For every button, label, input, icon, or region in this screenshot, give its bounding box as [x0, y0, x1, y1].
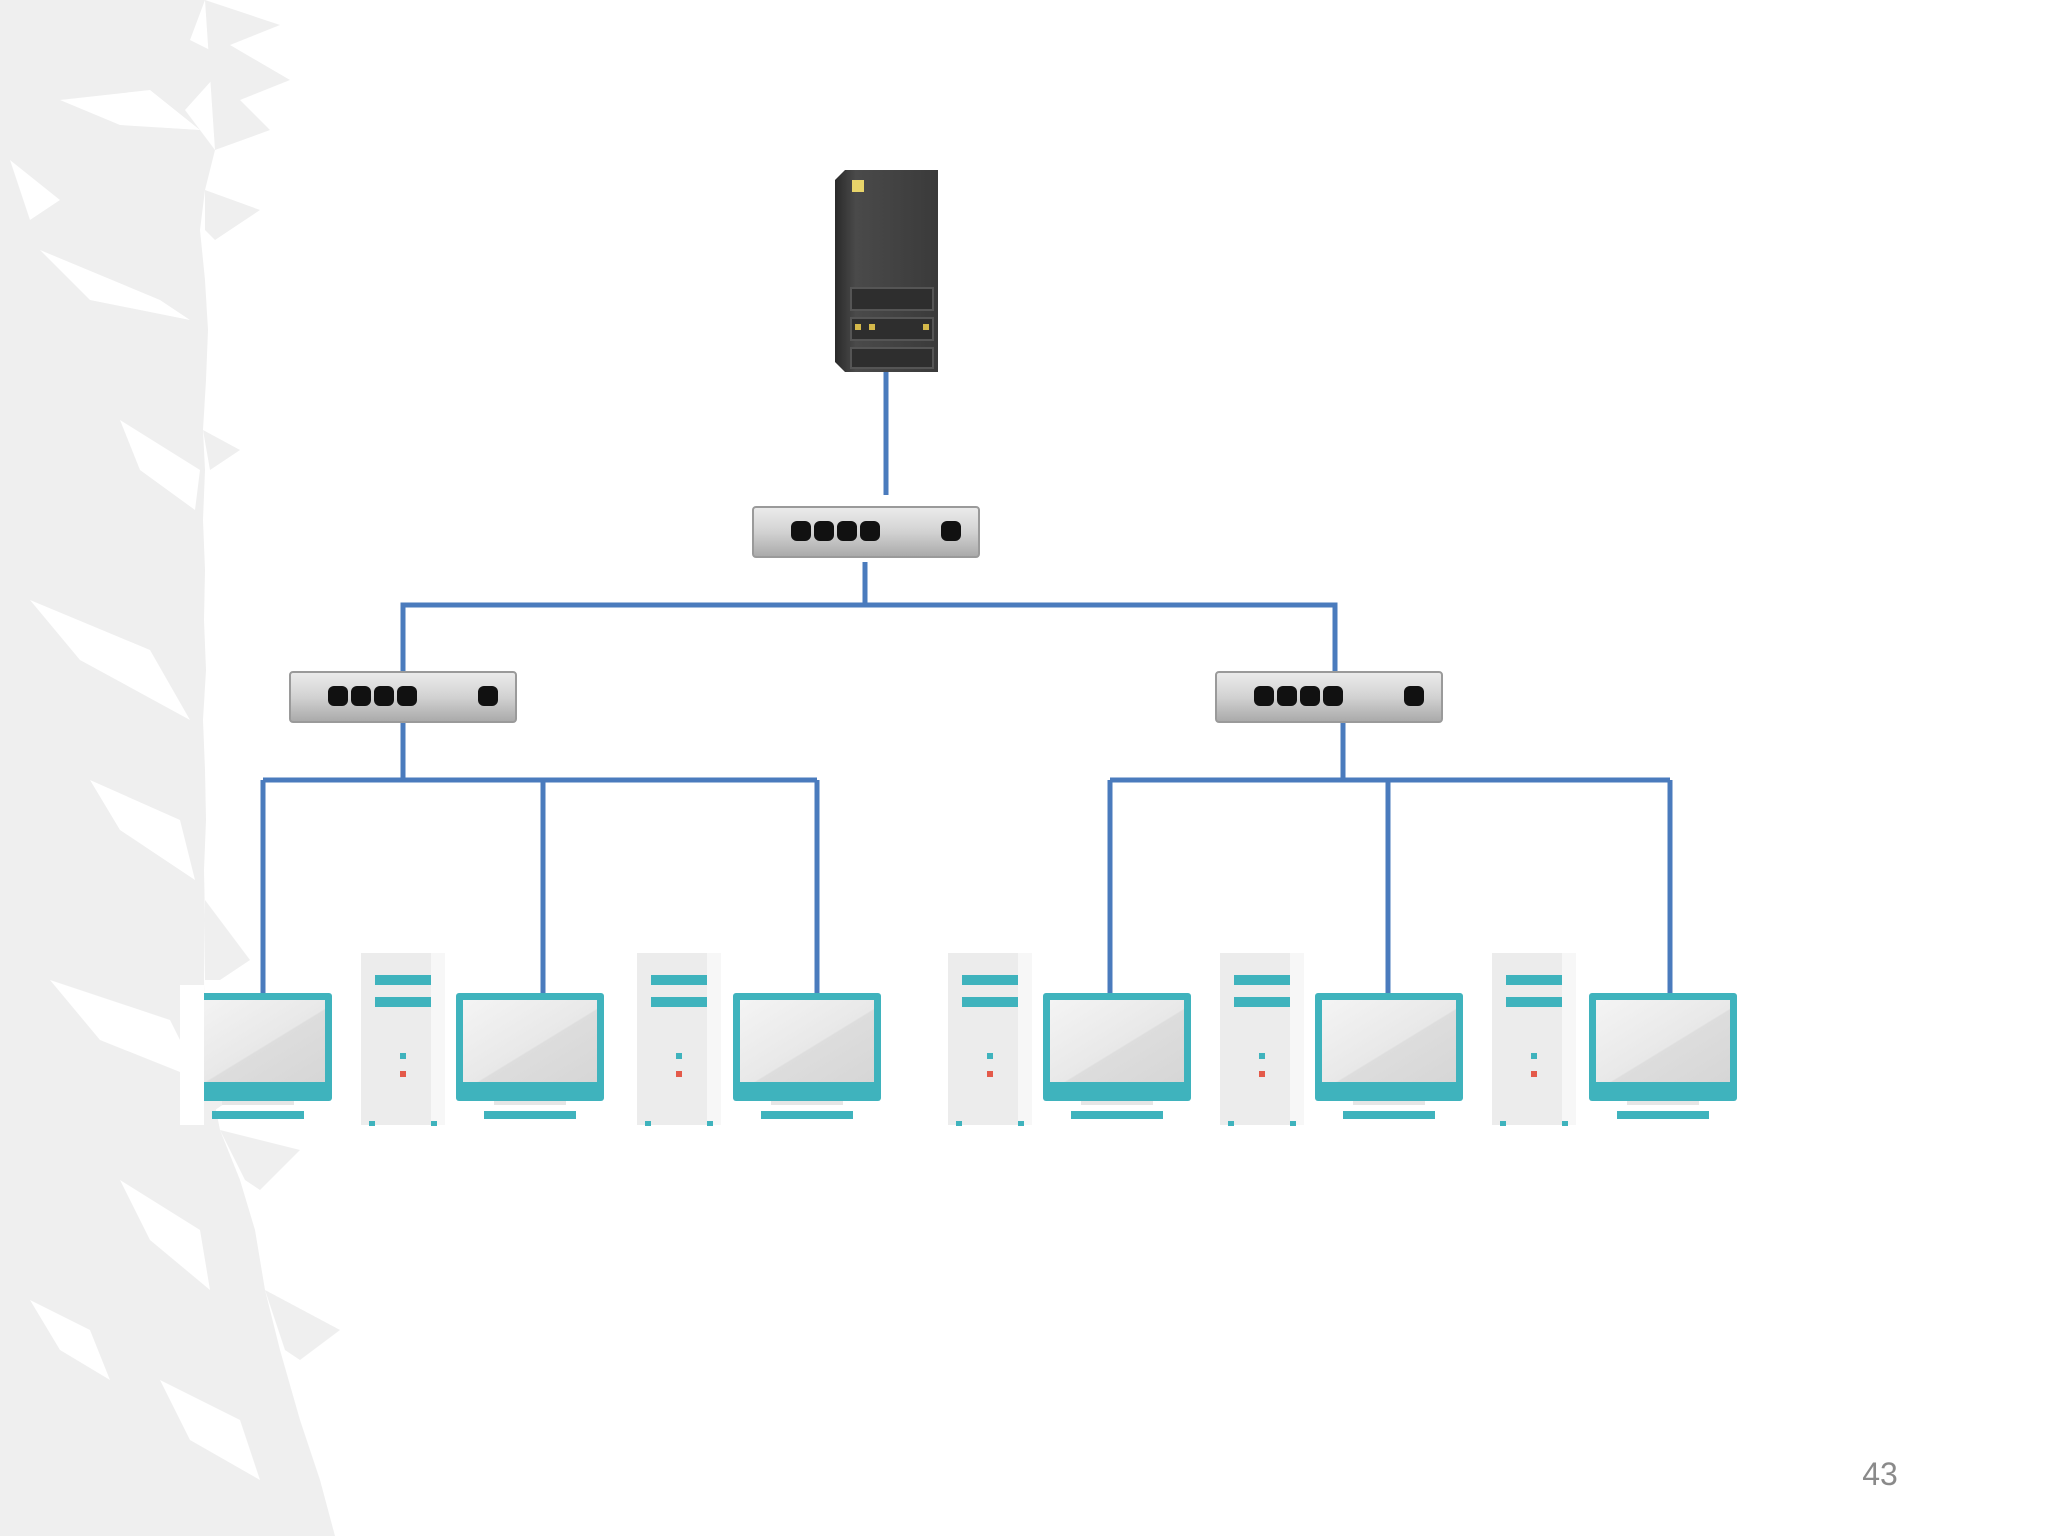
page-number: 43	[1862, 1456, 1898, 1492]
tower-pc-icon	[1492, 953, 1576, 1126]
network-switch-icon	[1215, 671, 1443, 723]
monitor-icon	[456, 993, 604, 1119]
brush-streaks	[10, 90, 260, 1480]
network-links	[260, 372, 1673, 995]
monitor-icon	[1043, 993, 1191, 1119]
server-icon	[835, 170, 938, 372]
tower-pc-icon	[1220, 953, 1304, 1126]
crop-edge	[180, 985, 204, 1125]
network-switch-icon	[289, 671, 517, 723]
monitor-icon	[1589, 993, 1737, 1119]
tower-pc-icon	[361, 953, 445, 1126]
monitor-icon	[184, 993, 332, 1119]
monitor-icon	[733, 993, 881, 1119]
link-left-switch-to-pcs	[260, 722, 820, 995]
link-right-switch-to-pcs	[1107, 722, 1673, 995]
brush-texture-decoration	[0, 0, 340, 1536]
link-core-to-right-switch	[865, 602, 1338, 672]
monitor-icon	[1315, 993, 1463, 1119]
tower-pc-icon	[948, 953, 1032, 1126]
tower-pc-icon	[637, 953, 721, 1126]
network-switch-icon	[752, 506, 980, 558]
link-core-to-left-switch	[400, 562, 868, 672]
